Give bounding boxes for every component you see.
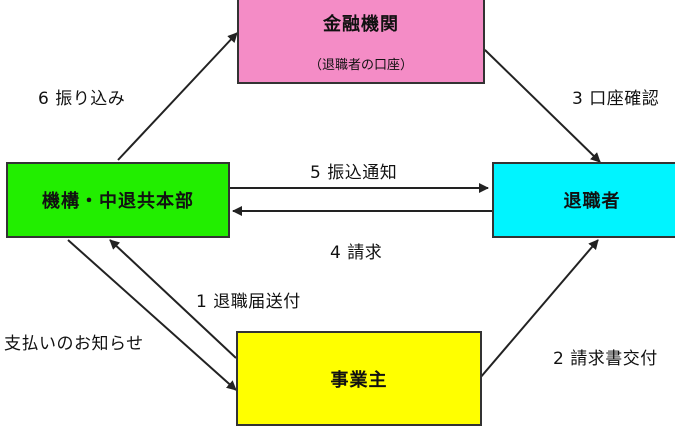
arrow-claim-form <box>479 239 599 379</box>
arrow-transfer <box>117 32 238 161</box>
label-claim: 4 請求 <box>330 243 383 263</box>
flow-diagram: 金融機関 （退職者の口座） 機構・中退共本部 退職者 事業主 6 振り込み 3 … <box>4 0 675 426</box>
arrow-account-check <box>475 40 601 163</box>
label-retirement-report: 1 退職届送付 <box>196 292 301 312</box>
org-title: 機構・中退共本部 <box>42 191 194 212</box>
label-transfer: 6 振り込み <box>38 89 126 109</box>
arrow-payment-notice <box>67 239 237 391</box>
employer-title: 事業主 <box>330 369 388 391</box>
org-node: 機構・中退共本部 <box>6 162 230 238</box>
connector-lines <box>67 32 601 391</box>
label-claim-form: 2 請求書交付 <box>553 349 658 369</box>
bank-node: 金融機関 （退職者の口座） <box>237 0 485 84</box>
bank-subtitle: （退職者の口座） <box>308 57 413 73</box>
label-account-check: 3 口座確認 <box>572 89 660 109</box>
label-transfer-notice: 5 振込通知 <box>310 163 398 183</box>
employer-node: 事業主 <box>236 331 482 426</box>
bank-title: 金融機関 <box>323 13 399 35</box>
arrow-retirement-report <box>109 239 237 359</box>
retiree-title: 退職者 <box>563 191 621 212</box>
retiree-node: 退職者 <box>492 162 675 238</box>
label-payment-notice: 支払いのお知らせ <box>4 334 144 354</box>
